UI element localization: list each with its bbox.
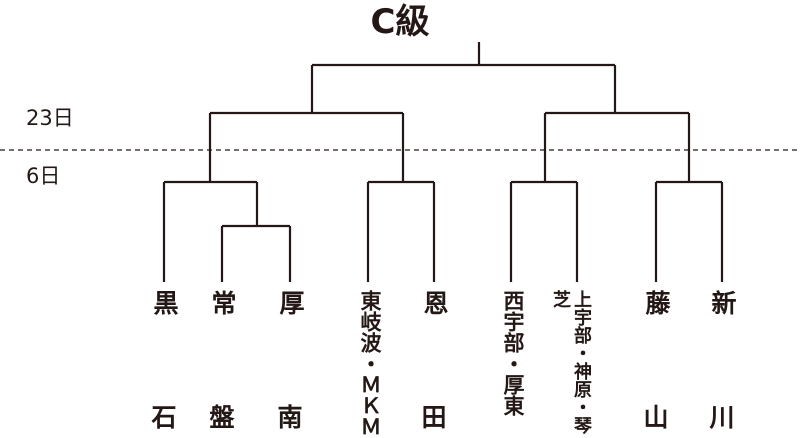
team-kuroishi-bottom: 石 [151,403,177,432]
qf-4-line [654,180,724,282]
team-kuroishi-top: 黒 [150,290,179,315]
team-kamiube-kanbara-kotoshiba: 上宇部・神原・琴芝 [550,290,592,434]
team-shinkawa-bottom: 川 [709,403,735,432]
team-shinkawa-top: 新 [708,290,737,315]
team-fujiyama-bottom: 山 [643,403,669,432]
qf-1-line [162,180,259,282]
team-asanan-bottom: 南 [277,403,303,432]
bracket-title: C級 [370,2,430,42]
team-tokiwa-top: 常 [208,290,237,315]
semifinal-left-line [208,111,405,182]
team-asanan-top: 厚 [276,290,305,315]
qf-3-line [509,180,579,282]
team-onda-bottom: 田 [421,403,447,432]
team-onda-top: 恩 [420,290,449,315]
team-higashikiwa-mkm: 東岐波・ＭＫＭ [358,290,382,437]
day-label-6: 6日 [26,164,61,188]
semifinal-right-line [543,111,691,182]
team-nishiube-koto: 西宇部・厚東 [501,290,525,416]
first-round-line [220,224,292,282]
final-line [310,42,617,113]
team-fujiyama-top: 藤 [642,290,671,315]
qf-2-line [366,180,436,282]
team-tokiwa-bottom: 盤 [209,403,235,432]
day-label-23: 23日 [26,106,74,130]
